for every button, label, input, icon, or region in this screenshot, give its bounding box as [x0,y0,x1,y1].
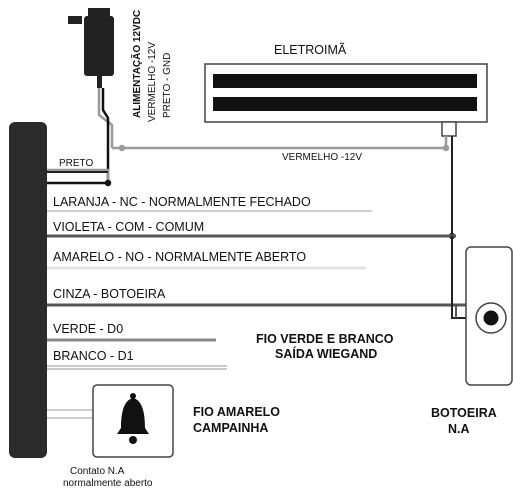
power-adapter [68,8,114,88]
lock-title: ELETROIMÃ [274,43,347,57]
bell-note-line2: CAMPAINHA [193,421,268,435]
button-label-line1: BOTOEIRA [431,406,497,420]
lock-terminal [441,121,457,137]
wiegand-note-line2: SAÍDA WIEGAND [275,346,377,361]
label-amarelo: AMARELO - NO - NORMALMENTE ABERTO [53,250,306,264]
wiegand-note-line1: FIO VERDE E BRANCO [256,332,394,346]
button-label-line2: N.A [448,422,470,436]
bell-note-line1: FIO AMARELO [193,405,280,419]
label-verde: VERDE - D0 [53,322,123,336]
power-black-label: PRETO - GND [162,53,173,118]
exit-button-center [483,310,499,326]
label-preto: PRETO [59,158,93,169]
power-title: ALIMENTAÇÃO 12VDC [130,10,143,118]
label-laranja: LARANJA - NC - NORMALMENTE FECHADO [53,195,311,209]
electromagnet-bar-bottom [213,97,477,111]
electromagnet [204,63,488,123]
label-violeta: VIOLETA - COM - COMUM [53,220,204,234]
label-cinza: CINZA - BOTOEIRA [53,287,166,301]
electromagnet-bar-top [213,74,477,88]
adapter-black-cable [101,88,110,183]
contact-note-line2: normalmente aberto [63,478,153,489]
contact-note-line1: Contato N.A [70,466,125,477]
adapter-red-cable [97,88,114,148]
controller-device [9,122,47,458]
wire-preto-outline [47,168,110,183]
junction-red-lock [442,144,450,152]
junction-red-left [118,144,126,152]
bell-icon [117,393,149,444]
wire-com-to-button [451,236,466,319]
lock-red-wire-label: VERMELHO -12V [282,152,362,163]
label-branco: BRANCO - D1 [53,349,134,363]
power-red-label: VERMELHO -12V [147,42,158,122]
